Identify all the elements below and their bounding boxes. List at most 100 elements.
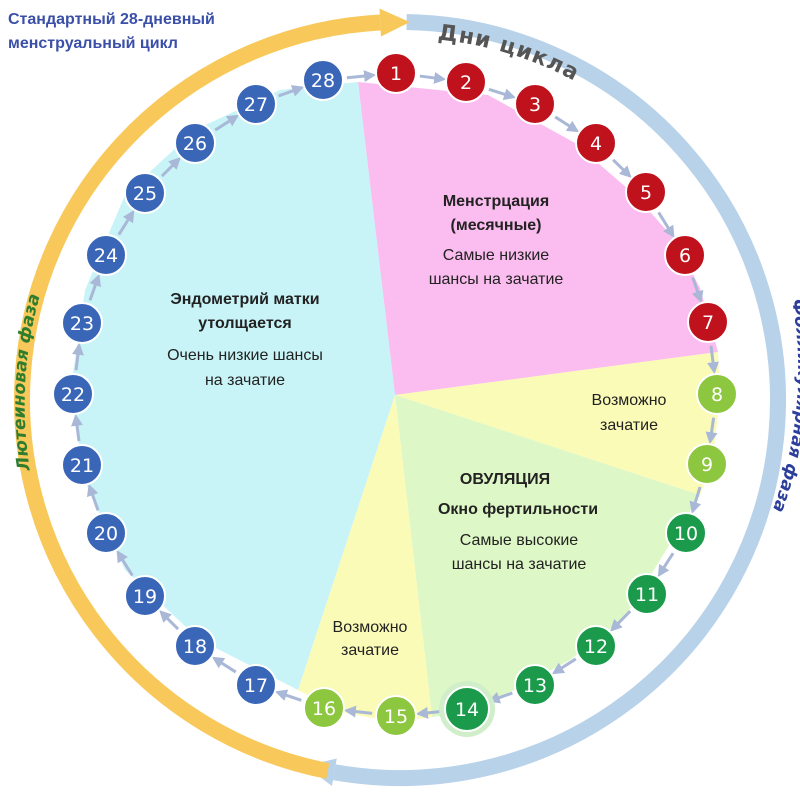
day-28: 28 — [302, 59, 344, 101]
day-7: 7 — [687, 301, 729, 343]
segment-endometrium — [72, 82, 395, 690]
day-number: 9 — [701, 454, 713, 476]
day-circle — [124, 575, 166, 617]
day-connector-arrow — [117, 209, 135, 236]
day-circle — [174, 625, 216, 667]
possible-top-text: Возможно зачатие — [592, 392, 667, 434]
day-number: 6 — [679, 245, 691, 267]
day-3: 3 — [514, 83, 556, 125]
day-number: 10 — [674, 523, 698, 545]
day-circle — [52, 373, 94, 415]
day-connector-arrow — [415, 706, 442, 719]
day-circle — [575, 122, 617, 164]
day-number: 12 — [584, 636, 608, 658]
endometrium-title-2: утолщается — [198, 315, 291, 332]
day-14: 14 — [439, 681, 495, 737]
day-circle — [625, 171, 667, 213]
day-17: 17 — [235, 664, 277, 706]
day-circle — [174, 122, 216, 164]
possible-bottom-text: Возможно зачатие — [333, 619, 408, 659]
day-6: 6 — [664, 234, 706, 276]
day-number: 8 — [711, 384, 723, 406]
endometrium-line-1: Очень низкие шансы — [167, 347, 323, 364]
day-connector-arrow — [419, 71, 447, 84]
possible-bottom-line-2: зачатие — [341, 642, 399, 659]
day-connector-arrow — [487, 691, 513, 704]
segment-possible-bottom — [298, 395, 432, 722]
day-2: 2 — [445, 61, 487, 103]
segment-possible-top — [395, 352, 720, 495]
day-connector-arrow — [657, 211, 675, 238]
day-number: 7 — [702, 312, 714, 334]
day-connector-arrow — [612, 158, 632, 179]
day-10: 10 — [665, 512, 707, 554]
day-23: 23 — [61, 302, 103, 344]
day-connector-arrow — [488, 87, 516, 100]
day-number: 4 — [590, 133, 602, 155]
menstruation-text: Менстрцация (месячные) Самые низкие шанс… — [429, 193, 564, 288]
day-circle — [687, 301, 729, 343]
day-connector-arrow — [116, 550, 134, 577]
day-number: 26 — [183, 133, 207, 155]
day-circle — [61, 444, 103, 486]
day-13: 13 — [514, 664, 556, 706]
day-circle — [85, 512, 127, 554]
day-number: 16 — [312, 698, 336, 720]
day-number: 14 — [455, 699, 479, 721]
segments — [72, 82, 720, 722]
day-circle — [514, 664, 556, 706]
day-connector-arrow — [86, 483, 100, 511]
day-26: 26 — [174, 122, 216, 164]
day-circle — [626, 573, 668, 615]
day-circle — [235, 83, 277, 125]
day-number: 23 — [70, 313, 94, 335]
luteal-arrow — [14, 8, 410, 779]
day-21: 21 — [61, 444, 103, 486]
day-25: 25 — [124, 172, 166, 214]
day-connector-arrow — [274, 689, 302, 702]
day-circle — [85, 234, 127, 276]
day-connector-arrow — [707, 345, 719, 375]
day-connector-arrow — [657, 552, 675, 578]
endometrium-line-2: на зачатие — [205, 372, 285, 389]
possible-top-line-1: Возможно — [592, 392, 667, 409]
day-circle — [664, 234, 706, 276]
menstruation-line-1: Самые низкие — [443, 247, 550, 264]
day-circle — [375, 695, 417, 737]
day-circle — [445, 61, 487, 103]
day-19: 19 — [124, 575, 166, 617]
day-circle — [61, 302, 103, 344]
day-connectors — [71, 70, 719, 719]
diagram-title-line-2: менструальный цикл — [8, 35, 178, 52]
day-circle — [235, 664, 277, 706]
day-number: 2 — [460, 72, 472, 94]
day-circle — [124, 172, 166, 214]
day-connector-arrow — [159, 610, 180, 631]
day-number: 1 — [390, 63, 402, 85]
day-11: 11 — [626, 573, 668, 615]
day-connector-arrow — [71, 413, 83, 442]
day-number: 18 — [183, 636, 207, 658]
ovulation-title-2: Окно фертильности — [438, 501, 598, 518]
day-number: 19 — [133, 586, 157, 608]
day-number: 28 — [311, 70, 335, 92]
day-connector-arrow — [691, 277, 704, 304]
day-1: 1 — [375, 52, 417, 94]
day-12: 12 — [575, 625, 617, 667]
day-connector-arrow — [554, 115, 580, 133]
day-8: 8 — [696, 373, 738, 415]
day-circle — [696, 373, 738, 415]
segment-menstruation — [358, 82, 718, 395]
day-15: 15 — [375, 695, 417, 737]
day-connector-arrow — [211, 656, 237, 674]
ovulation-title-1: ОВУЛЯЦИЯ — [460, 471, 550, 488]
day-18: 18 — [174, 625, 216, 667]
day-16: 16 — [303, 687, 345, 729]
day-connector-arrow — [88, 273, 102, 301]
day-22: 22 — [52, 373, 94, 415]
day-circle — [514, 83, 556, 125]
endometrium-text: Эндометрий матки утолщается Очень низкие… — [167, 291, 323, 389]
day-number: 24 — [94, 245, 118, 267]
